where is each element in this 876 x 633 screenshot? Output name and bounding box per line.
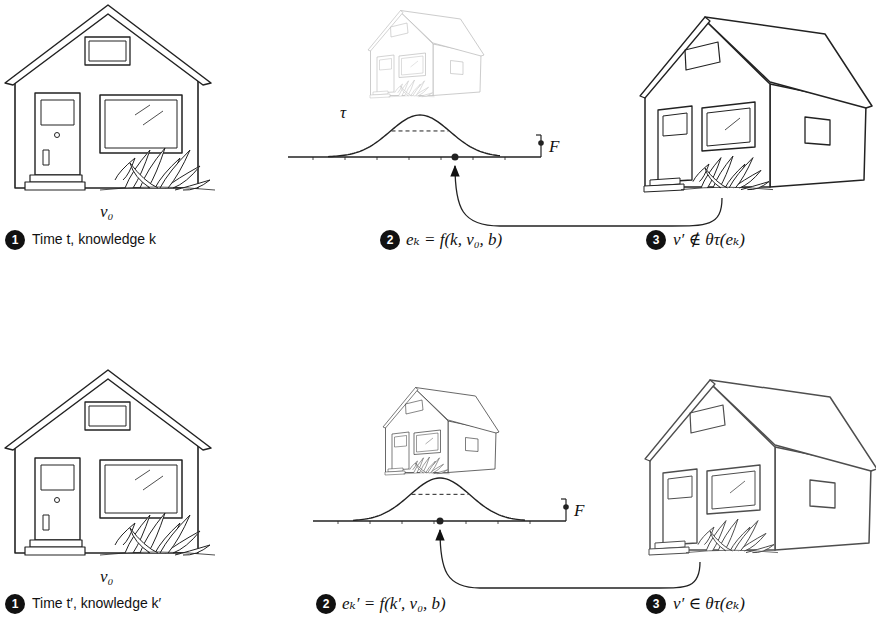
perspective-house: [383, 388, 499, 476]
callout-number: 2: [380, 230, 400, 250]
formula-label: v′ ∈ θτ(eₖ): [673, 595, 745, 614]
pointer-arrow: [455, 166, 722, 226]
variable-label: F: [574, 502, 584, 521]
callout-number: 3: [646, 230, 666, 250]
step-caption: Time t, knowledge k: [32, 232, 156, 247]
distribution-curve: [313, 478, 569, 524]
distribution-curve: [288, 115, 544, 160]
variable-label: F: [549, 138, 559, 157]
perspective-house: [640, 17, 872, 192]
formula-label: eₖ′ = f(k′, v₀, b): [342, 595, 446, 614]
callout-number: 1: [5, 594, 25, 614]
callout-number: 1: [5, 230, 25, 250]
perspective-house: [368, 11, 484, 99]
variable-label: τ: [340, 104, 346, 123]
formula-label: eₖ = f(k, v₀, b): [406, 231, 502, 250]
callout-number: 2: [316, 594, 336, 614]
variable-label: v₀: [100, 568, 113, 587]
perspective-house: [645, 380, 876, 555]
front-house: [5, 370, 215, 555]
pointer-arrow: [440, 530, 700, 588]
callout-number: 3: [646, 594, 666, 614]
step-caption: Time t′, knowledge k′: [32, 596, 161, 611]
front-house: [5, 5, 215, 190]
value-dot: [452, 154, 459, 161]
formula-label: v′ ∉ θτ(eₖ): [673, 231, 745, 250]
value-dot: [437, 518, 444, 525]
variable-label: v₀: [100, 203, 113, 222]
